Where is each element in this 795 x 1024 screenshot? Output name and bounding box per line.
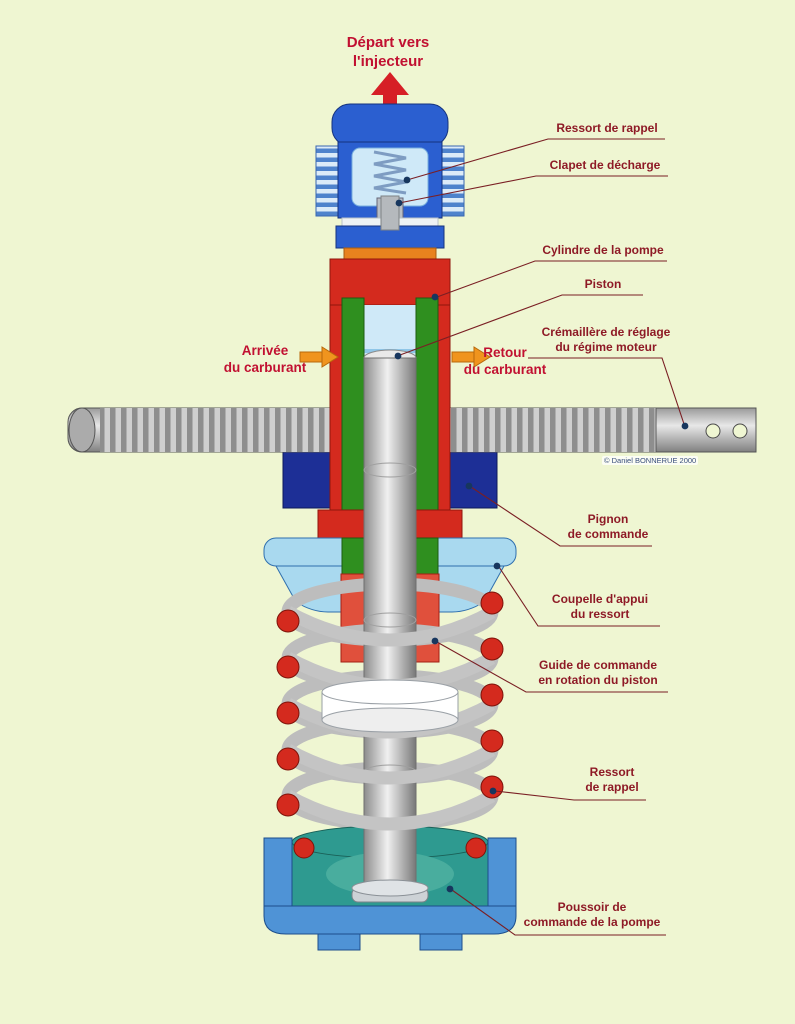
label-ressort-rappel-haut: Ressort de rappel	[556, 121, 658, 135]
label-pignon-commande: Pignon de commande	[567, 512, 649, 541]
return-arrow	[451, 346, 491, 368]
fuel-flow-arrows	[299, 346, 491, 368]
label-ressort-rappel-bas: Ressort de rappel	[585, 765, 639, 794]
label-piston: Piston	[584, 277, 622, 291]
rotation-guide-collar	[321, 679, 459, 733]
label-arrivee-carburant: Arrivée du carburant	[223, 343, 307, 375]
valve-spring	[373, 150, 407, 195]
label-poussoir: Poussoir de commande de la pompe	[523, 900, 661, 929]
inlet-arrow	[299, 346, 339, 368]
pump-barrel	[341, 297, 439, 579]
label-depart-injecteur: Départ vers l'injecteur	[346, 34, 430, 70]
return-spring-front	[276, 591, 504, 831]
label-guide-commande: Guide de commande en rotation du piston	[538, 658, 658, 687]
delivery-valve-holder	[315, 72, 465, 511]
label-retour-carburant: Retour du carburant	[463, 345, 547, 377]
label-cylindre-pompe: Cylindre de la pompe	[542, 243, 664, 257]
leader-lines	[398, 138, 685, 936]
piston-plunger	[351, 195, 429, 903]
leader-dots	[394, 176, 689, 893]
label-copyright: © Daniel BONNERUE 2000	[602, 456, 699, 466]
label-cremaillere: Crémaillère de réglage du régime moteur	[541, 325, 671, 354]
label-coupelle-appui: Coupelle d'appui du ressort	[551, 592, 649, 621]
label-clapet-decharge: Clapet de décharge	[549, 158, 661, 172]
